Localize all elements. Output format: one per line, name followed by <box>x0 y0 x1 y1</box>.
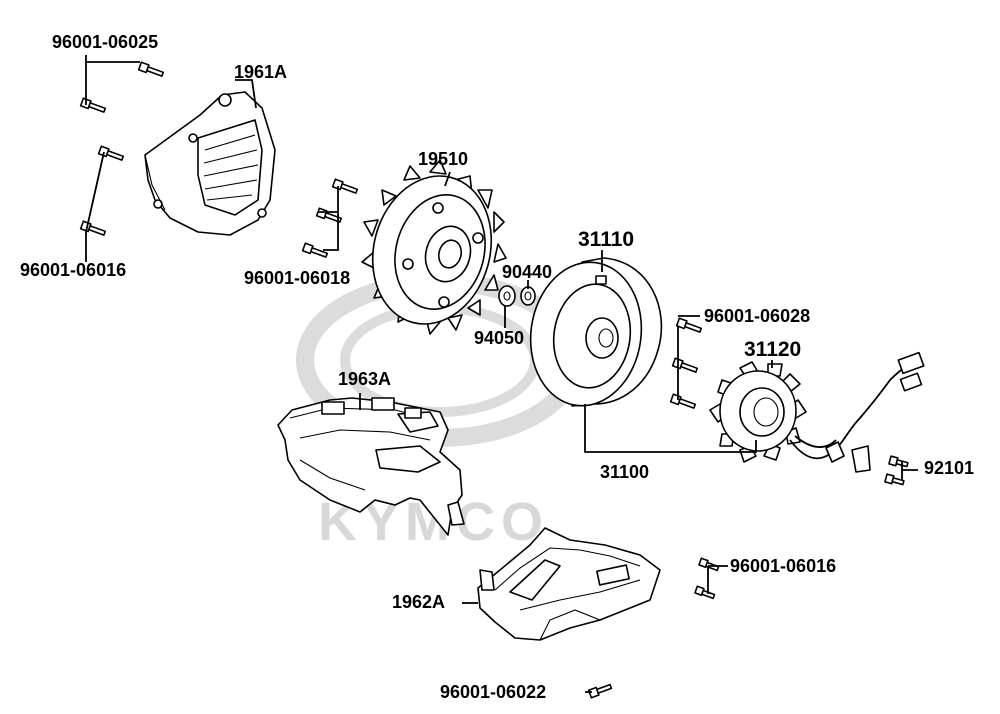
screw-group-pickup[interactable] <box>884 455 909 486</box>
nut-94050[interactable] <box>498 285 516 307</box>
label-stator: 31120 <box>744 338 801 361</box>
stator-31120[interactable] <box>709 351 925 473</box>
label-bolt-top: 96001-06025 <box>52 32 158 52</box>
label-alternator-assy: 31100 <box>600 462 649 482</box>
label-nut: 94050 <box>474 328 524 348</box>
label-fan: 19510 <box>418 149 468 169</box>
lower-cover-1963a[interactable] <box>277 397 465 536</box>
bolt-bottom[interactable] <box>587 683 613 699</box>
bolt-group-right[interactable] <box>694 557 720 600</box>
leader-lines <box>85 55 918 693</box>
label-shroud: 1961A <box>234 62 287 82</box>
flywheel-31110[interactable] <box>522 255 663 413</box>
label-flywheel: 31110 <box>578 228 634 251</box>
label-bolt-left-low: 96001-06016 <box>20 260 126 280</box>
lower-cover-1962a[interactable] <box>477 527 661 641</box>
label-bolt-right: 96001-06016 <box>730 556 836 576</box>
bolt-group-top-left[interactable] <box>79 61 165 237</box>
washer-90440[interactable] <box>520 286 536 306</box>
label-bolt-fan: 96001-06018 <box>244 268 350 288</box>
label-screw-pickup: 92101 <box>924 458 974 478</box>
label-bolt-stator: 96001-06028 <box>704 306 810 326</box>
label-washer: 90440 <box>502 262 552 282</box>
bolt-group-fan[interactable] <box>301 178 359 259</box>
bolt-group-stator[interactable] <box>669 317 703 410</box>
label-bolt-bottom: 96001-06022 <box>440 682 546 702</box>
label-lower-cover-upper: 1963A <box>338 369 391 389</box>
fan-shroud-1961a[interactable] <box>144 91 276 236</box>
label-lower-cover: 1962A <box>392 592 445 612</box>
cooling-fan-19510[interactable] <box>357 159 508 337</box>
